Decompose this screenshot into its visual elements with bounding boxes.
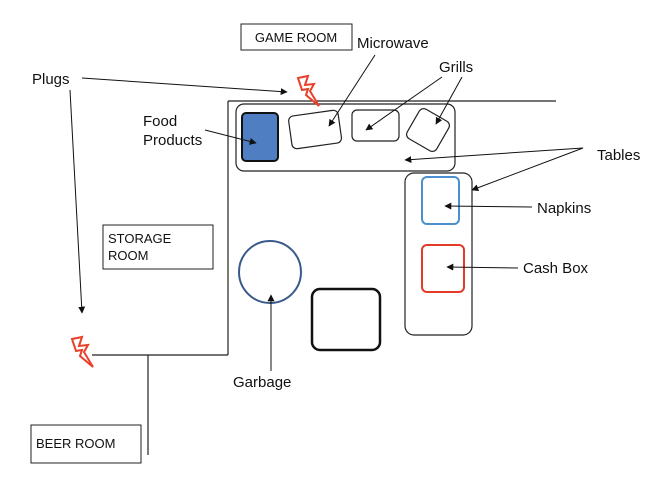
microwave-label: Microwave [357,35,429,52]
arrow-tables-2 [471,147,584,192]
annotation-arrows [69,54,584,371]
food-products-label-line2: Products [143,132,202,149]
tables-label: Tables [597,147,640,164]
food-products-label-line1: Food [143,113,177,130]
storage-room-label: STORAGE ROOM [102,224,214,270]
walls [92,100,556,455]
black-square-box [310,287,382,352]
garbage-label: Garbage [233,374,291,391]
plugs-label: Plugs [32,71,70,88]
arrow-grills-2 [435,76,463,125]
arrow-plugs-top [81,77,288,96]
napkins-label: Napkins [537,200,591,217]
arrow-food-products [204,129,257,145]
arrow-microwave [328,54,376,127]
arrow-tables-1 [404,147,584,164]
food-products-box [241,112,279,162]
game-room-label: GAME ROOM [240,23,353,51]
arrow-plugs-bottom [69,89,86,314]
cash-box [421,244,465,293]
napkins-box [421,176,460,225]
arrow-grills-1 [365,76,443,131]
arrow-cash-box [446,263,519,271]
lightning-bolt-icon [296,74,320,107]
microwave-box [288,109,343,150]
beer-room-label: BEER ROOM [30,424,142,464]
grill-box-1 [351,109,400,142]
garbage-can [238,240,302,304]
cash-box-label: Cash Box [523,260,589,277]
arrow-napkins [444,202,533,210]
beer-room-text: BEER ROOM [36,436,115,451]
storage-room-text-line1: STORAGE [108,231,172,246]
lightning-bolt-icon [70,335,94,368]
storage-room-text-line2: ROOM [108,248,148,263]
game-room-text: GAME ROOM [255,30,337,45]
grills-label: Grills [439,59,473,76]
